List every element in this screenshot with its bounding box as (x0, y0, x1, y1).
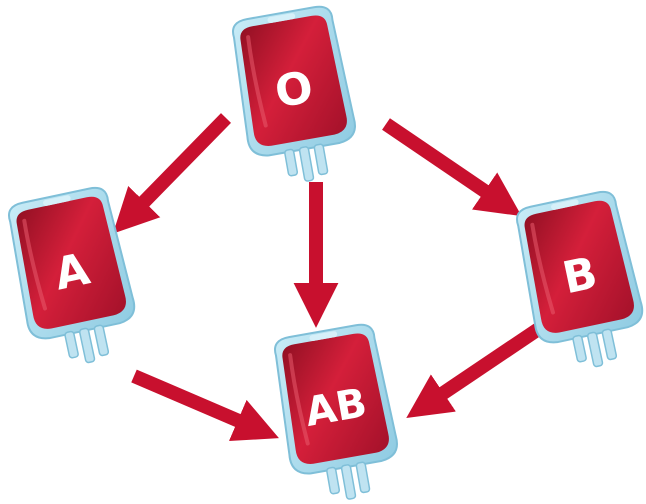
arrow-a-to-ab (134, 376, 246, 424)
blood-bag-ab: AB (269, 322, 405, 504)
blood-bag-b: B (511, 188, 646, 377)
blood-bag-a: A (3, 184, 144, 373)
blood-bag-o: O (227, 4, 363, 190)
arrow-o-to-a (138, 118, 226, 208)
arrow-o-to-b (386, 124, 492, 196)
arrow-b-to-ab (436, 328, 540, 398)
